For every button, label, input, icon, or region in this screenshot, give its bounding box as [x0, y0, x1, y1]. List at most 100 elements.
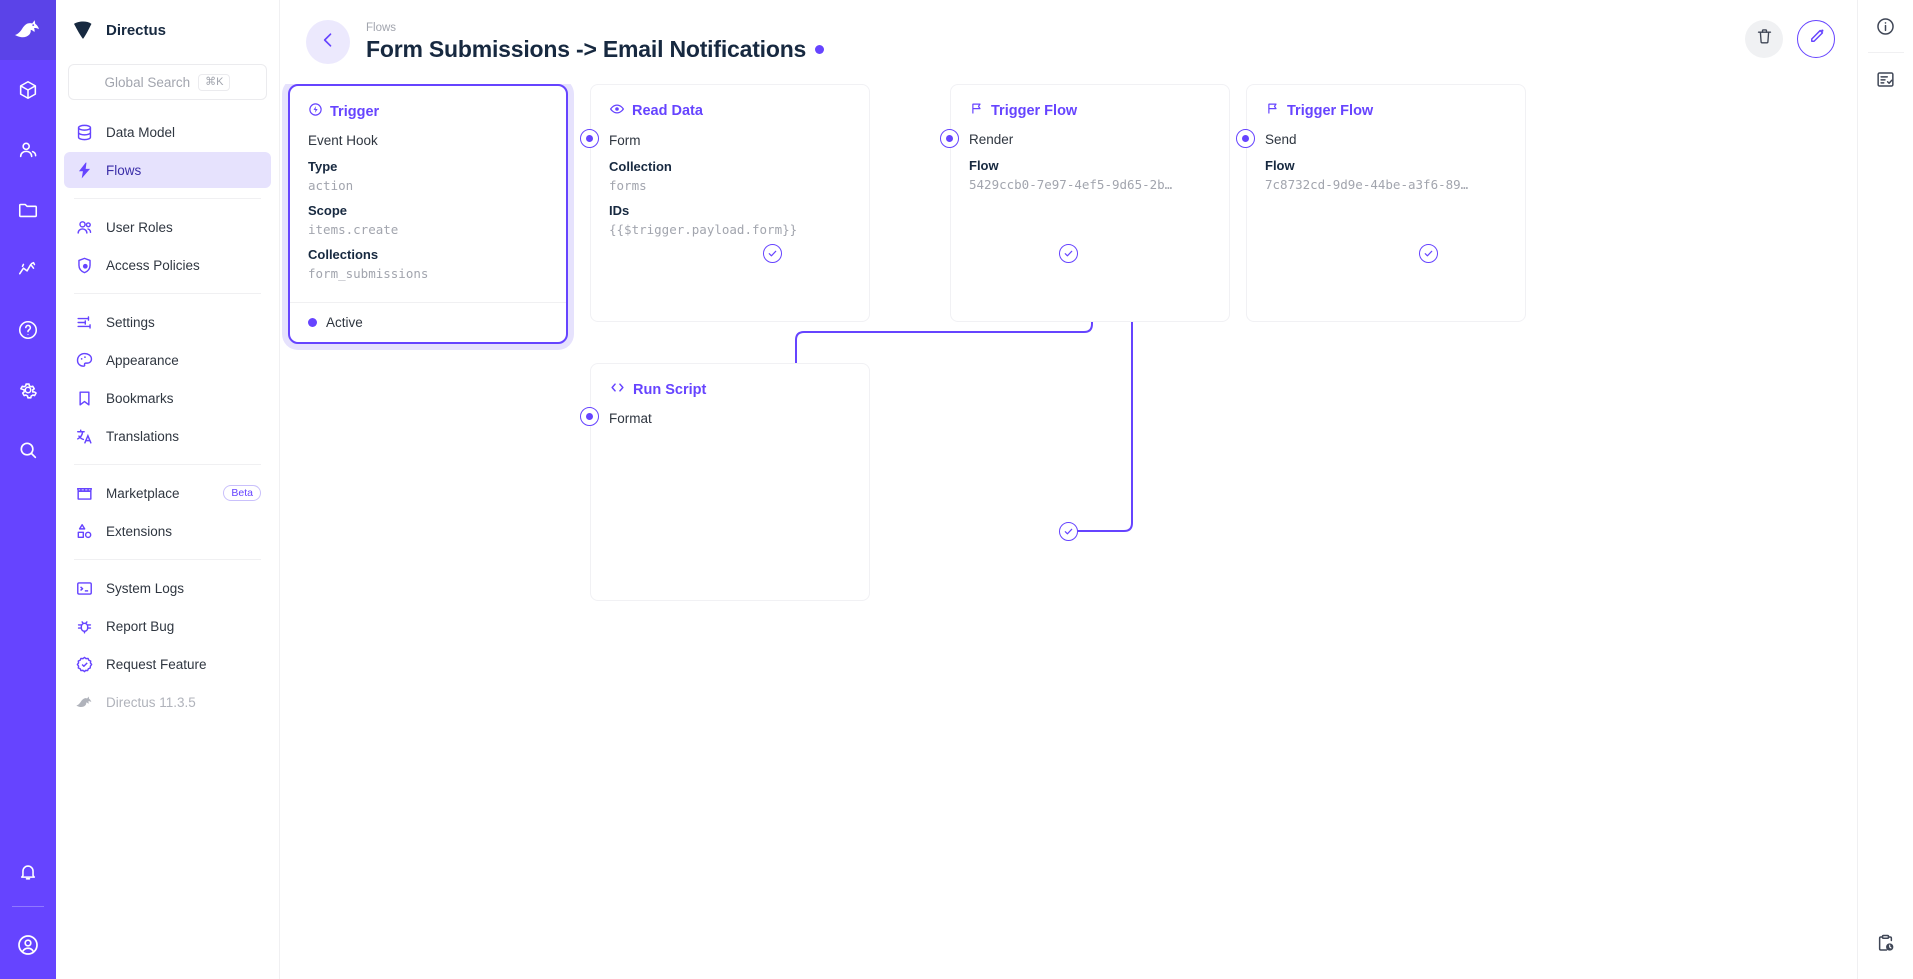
storefront-icon	[74, 483, 94, 503]
port-trigger-flow-render-success[interactable]	[1419, 244, 1438, 263]
brand-label: Directus	[106, 21, 167, 39]
sidebar-item-data-model[interactable]: Data Model	[64, 114, 271, 150]
flow-node-run-script[interactable]: Run Script Format	[590, 363, 870, 601]
rail-search-icon[interactable]	[0, 420, 56, 480]
sidebar-item-bookmarks[interactable]: Bookmarks	[64, 380, 271, 416]
activity-history-icon[interactable]	[1858, 907, 1913, 979]
search-shortcut-badge: ⌘K	[198, 73, 231, 91]
directus-rabbit-logo[interactable]	[0, 0, 56, 60]
flow-node-trigger-flow-render[interactable]: Trigger Flow Render Flow 5429ccb0-7e97-4…	[950, 84, 1230, 322]
lightning-bolt-icon	[74, 160, 94, 180]
info-circle-icon[interactable]	[1858, 0, 1913, 52]
sidebar-item-system-logs[interactable]: System Logs	[64, 570, 271, 606]
delete-button[interactable]	[1745, 20, 1783, 58]
sidebar-item-settings[interactable]: Settings	[64, 304, 271, 340]
port-read-data-success[interactable]	[1059, 244, 1078, 263]
badge-check-icon	[74, 654, 94, 674]
translate-icon	[74, 426, 94, 446]
sidebar-item-access-policies[interactable]: Access Policies	[64, 247, 271, 283]
port-trigger-flow-render-input[interactable]	[940, 129, 959, 148]
field-key: IDs	[609, 202, 630, 218]
sidebar-item-appearance[interactable]: Appearance	[64, 342, 271, 378]
breadcrumb[interactable]: Flows	[366, 21, 397, 34]
field-value: forms	[609, 178, 647, 194]
field-value: form_submissions	[308, 266, 429, 282]
rail-insights-chart-icon[interactable]	[0, 240, 56, 300]
sidebar-item-label: Marketplace	[106, 485, 180, 501]
rail-content-box-icon[interactable]	[0, 60, 56, 120]
page-title: Form Submissions -> Email Notifications	[366, 36, 807, 63]
field-key: Type	[308, 158, 338, 174]
directus-rabbit-logo	[74, 692, 94, 712]
shapes-icon	[74, 521, 94, 541]
navigation-sidebar: Directus Global Search ⌘K Data Model Flo…	[56, 0, 280, 979]
port-trigger-flow-send-input[interactable]	[1236, 129, 1255, 148]
flow-node-trigger[interactable]: Trigger Event Hook Type action Scope ite…	[288, 84, 568, 344]
rail-users-icon[interactable]	[0, 120, 56, 180]
node-subtitle: Send	[1265, 132, 1297, 147]
node-title: Run Script	[633, 381, 707, 398]
sidebar-item-label: Appearance	[106, 352, 179, 368]
sidebar-item-label: Access Policies	[106, 257, 200, 273]
module-rail	[0, 0, 56, 979]
account-avatar-icon[interactable]	[0, 911, 56, 979]
sidebar-item-flows[interactable]: Flows	[64, 152, 271, 188]
rail-settings-gear-icon[interactable]	[0, 360, 56, 420]
status-label: Active	[326, 314, 363, 330]
sidebar-item-user-roles[interactable]: User Roles	[64, 209, 271, 245]
field-key: Scope	[308, 202, 348, 218]
sidebar-nav: Data Model Flows User Roles Acc	[56, 114, 279, 722]
right-rail-divider	[1867, 52, 1904, 53]
sidebar-item-label: Flows	[106, 162, 142, 178]
field-value: action	[308, 178, 354, 194]
node-title: Trigger Flow	[991, 102, 1078, 119]
node-header: Trigger	[290, 86, 566, 131]
node-title: Trigger	[330, 103, 380, 120]
code-brackets-icon	[609, 380, 626, 399]
page-header: Flows Form Submissions -> Email Notifica…	[280, 0, 1913, 84]
sliders-icon	[74, 312, 94, 332]
sidebar-item-marketplace[interactable]: Marketplace Beta	[64, 475, 271, 511]
edit-button[interactable]	[1797, 20, 1835, 58]
sidebar-item-report-bug[interactable]: Report Bug	[64, 608, 271, 644]
directus-mark-icon	[74, 21, 92, 39]
status-dot	[308, 317, 317, 327]
sidebar-brand: Directus	[56, 0, 279, 60]
node-header: Run Script	[591, 364, 869, 409]
back-button[interactable]	[306, 20, 350, 64]
field-key: Flow	[1265, 157, 1295, 173]
field-key: Collections	[308, 246, 379, 262]
sidebar-item-label: Extensions	[106, 523, 173, 539]
node-header: Trigger Flow	[1247, 85, 1525, 130]
node-body: Format	[591, 409, 869, 448]
search-input[interactable]: Global Search ⌘K	[68, 64, 267, 100]
flow-node-trigger-flow-send[interactable]: Trigger Flow Send Flow 7c8732cd-9d9e-44b…	[1246, 84, 1526, 322]
node-subtitle: Event Hook	[308, 133, 378, 148]
shield-lock-icon	[74, 255, 94, 275]
node-subtitle: Format	[609, 411, 652, 426]
users-icon	[74, 217, 94, 237]
header-actions	[1745, 20, 1835, 58]
sidebar-item-request-feature[interactable]: Request Feature	[64, 646, 271, 682]
field-value: items.create	[308, 222, 399, 238]
port-trigger-success[interactable]	[763, 244, 782, 263]
title-row: Form Submissions -> Email Notifications	[366, 36, 825, 63]
notes-checklist-icon[interactable]	[1858, 53, 1913, 105]
notifications-bell-icon[interactable]	[0, 842, 56, 902]
node-body: Send Flow 7c8732cd-9d9e-44be-a3f6-89…	[1247, 130, 1525, 213]
flow-node-read-data[interactable]: Read Data Form Collection forms IDs {{$t…	[590, 84, 870, 322]
rail-folder-icon[interactable]	[0, 180, 56, 240]
sidebar-item-label: Settings	[106, 314, 155, 330]
bug-icon	[74, 616, 94, 636]
flow-canvas[interactable]: Trigger Event Hook Type action Scope ite…	[280, 84, 1857, 979]
port-run-script-success[interactable]	[1059, 522, 1078, 541]
sidebar-item-extensions[interactable]: Extensions	[64, 513, 271, 549]
database-icon	[74, 122, 94, 142]
node-header: Trigger Flow	[951, 85, 1229, 130]
port-read-data-input[interactable]	[580, 129, 599, 148]
sidebar-item-translations[interactable]: Translations	[64, 418, 271, 454]
rail-help-circle-icon[interactable]	[0, 300, 56, 360]
sidebar-item-label: System Logs	[106, 580, 185, 596]
sidebar-divider	[74, 198, 261, 199]
port-run-script-input[interactable]	[580, 407, 599, 426]
